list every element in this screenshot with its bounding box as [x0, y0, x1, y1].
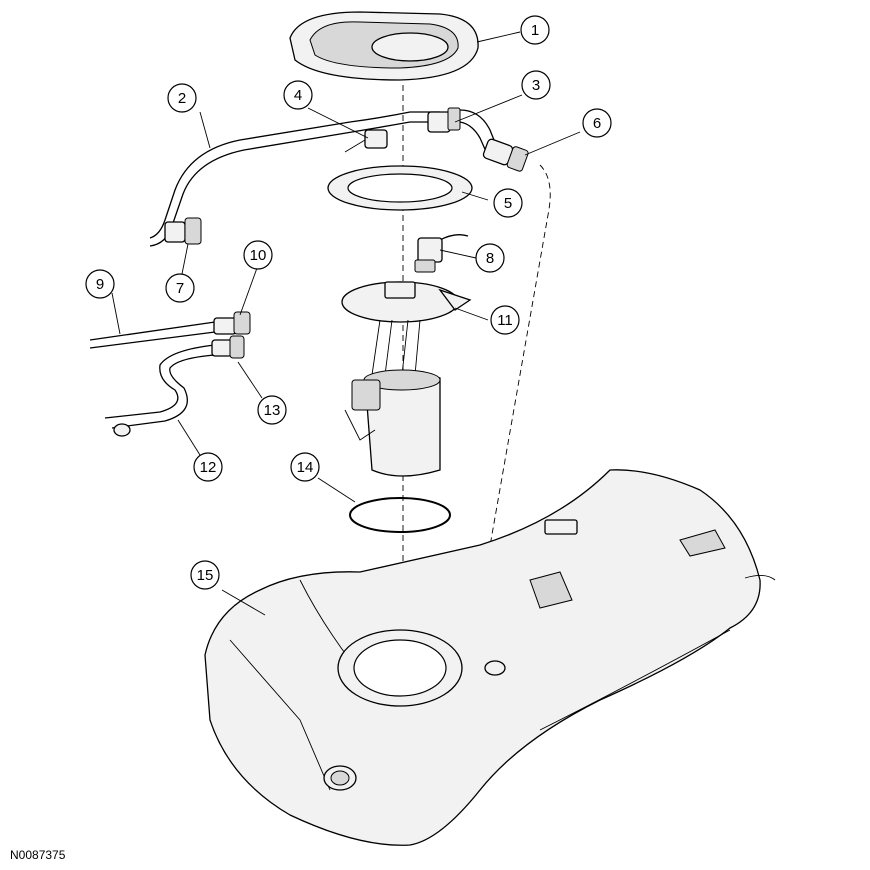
part-6-fuel-tube — [459, 109, 529, 172]
callout-label: 5 — [504, 195, 512, 212]
callout-label: 4 — [294, 87, 302, 104]
callout-15: 15 — [190, 560, 220, 590]
callout-8: 8 — [475, 243, 505, 273]
part-7-quick-connect — [164, 217, 202, 245]
callout-11: 11 — [490, 305, 520, 335]
part-10-fitting — [213, 311, 251, 335]
part-8-electrical-connector — [414, 234, 469, 273]
callout-3: 3 — [521, 70, 551, 100]
leader-lines — [111, 31, 581, 616]
callout-6: 6 — [582, 108, 612, 138]
supply-line-path — [469, 164, 551, 661]
callout-14: 14 — [290, 452, 320, 482]
callout-12: 12 — [193, 452, 223, 482]
part-12-return-line — [104, 344, 216, 437]
callout-label: 14 — [297, 459, 314, 476]
callout-7: 7 — [165, 273, 195, 303]
callout-1: 1 — [520, 15, 550, 45]
callout-label: 7 — [176, 280, 184, 297]
callout-9: 9 — [85, 269, 115, 299]
callout-label: 13 — [264, 402, 281, 419]
callout-2: 2 — [167, 83, 197, 113]
callout-10: 10 — [243, 240, 273, 270]
callout-label: 9 — [96, 276, 104, 293]
part-13-fitting — [211, 335, 245, 359]
part-3-connector — [427, 107, 461, 133]
callout-13: 13 — [257, 395, 287, 425]
part-11-fuel-pump-module — [341, 281, 472, 477]
callout-label: 3 — [532, 77, 540, 94]
part-9-fuel-line — [89, 321, 216, 349]
callout-label: 6 — [593, 115, 601, 132]
part-14-o-ring — [349, 497, 451, 533]
part-5-lock-ring — [327, 165, 473, 211]
callout-4: 4 — [283, 80, 313, 110]
callout-label: 1 — [531, 22, 539, 39]
callout-label: 12 — [200, 459, 217, 476]
callout-label: 15 — [197, 567, 214, 584]
figure-id: N0087375 — [10, 848, 66, 862]
callout-label: 8 — [486, 250, 494, 267]
part-15-fuel-tank — [204, 469, 776, 846]
part-1-access-cover — [289, 11, 479, 81]
callout-5: 5 — [493, 188, 523, 218]
part-4-connector — [344, 129, 388, 153]
callout-label: 10 — [250, 247, 267, 264]
callout-label: 11 — [497, 312, 513, 329]
callout-label: 2 — [178, 90, 186, 107]
